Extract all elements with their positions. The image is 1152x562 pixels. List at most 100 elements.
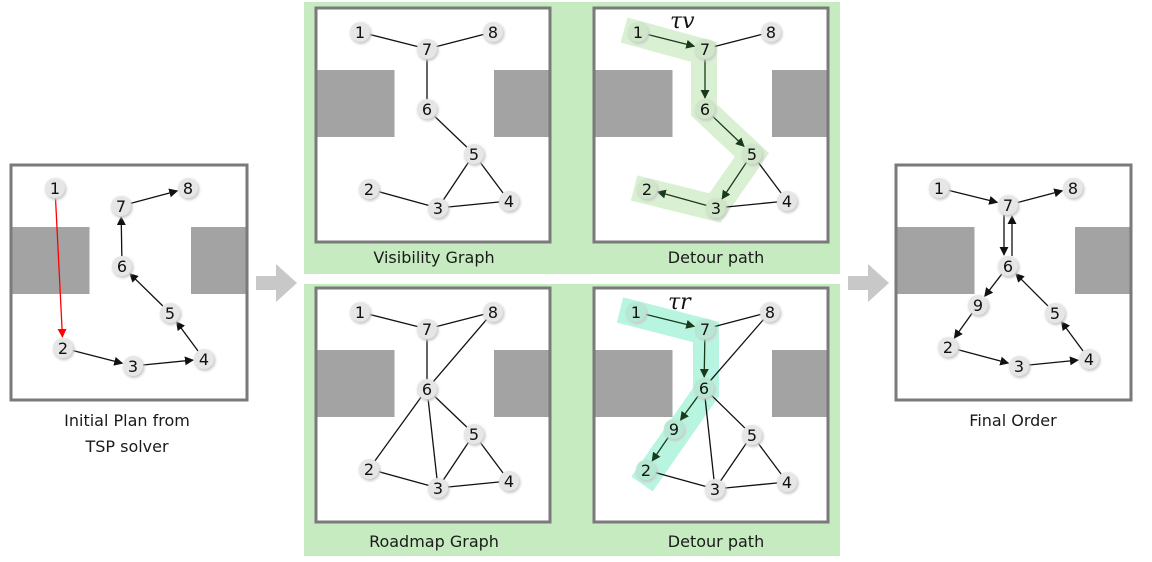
node-label: 8 bbox=[1068, 179, 1078, 198]
edge-7-8 bbox=[713, 33, 763, 48]
edge-5-4 bbox=[478, 160, 505, 195]
edge-5-3 bbox=[721, 161, 747, 200]
node-label: 2 bbox=[364, 460, 374, 479]
path-label-tau-r: τr bbox=[668, 290, 692, 315]
node-6: 6 bbox=[694, 378, 716, 400]
node-3: 3 bbox=[705, 479, 727, 501]
edge-6-5 bbox=[709, 393, 747, 430]
node-label: 2 bbox=[58, 339, 68, 358]
node-label: 4 bbox=[782, 473, 792, 492]
node-label: 9 bbox=[973, 296, 983, 315]
node-label: 5 bbox=[1050, 304, 1060, 323]
node-7: 7 bbox=[417, 39, 439, 61]
node-label: 1 bbox=[633, 23, 643, 42]
node-label: 1 bbox=[50, 179, 60, 198]
node-4: 4 bbox=[499, 471, 521, 493]
caption-visibility-graph: Visibility Graph bbox=[373, 248, 494, 267]
node-label: 2 bbox=[943, 338, 953, 357]
node-4: 4 bbox=[1079, 349, 1101, 371]
obstacle-right bbox=[494, 70, 549, 137]
node-6: 6 bbox=[695, 99, 717, 121]
obstacle-right bbox=[191, 227, 246, 294]
flow-arrow-icon-left bbox=[256, 264, 297, 302]
node-3: 3 bbox=[428, 478, 450, 500]
node-label: 4 bbox=[1084, 350, 1094, 369]
node-label: 7 bbox=[700, 320, 710, 339]
node-1: 1 bbox=[350, 302, 372, 324]
node-label: 3 bbox=[1014, 357, 1024, 376]
node-label: 8 bbox=[488, 303, 498, 322]
edge-1-7 bbox=[647, 33, 696, 49]
node-2: 2 bbox=[637, 179, 659, 201]
node-1: 1 bbox=[929, 178, 951, 200]
caption-roadmap-graph: Roadmap Graph bbox=[369, 532, 499, 551]
node-9: 9 bbox=[968, 295, 990, 317]
node-label: 9 bbox=[669, 420, 679, 439]
node-1: 1 bbox=[626, 302, 648, 324]
node-label: 5 bbox=[747, 145, 757, 164]
edge-6-2 bbox=[373, 395, 423, 463]
edge-1-7 bbox=[645, 313, 696, 329]
obstacle-left bbox=[595, 350, 673, 417]
edge-3-4 bbox=[1028, 356, 1079, 366]
node-3: 3 bbox=[428, 198, 450, 220]
edge-9-2 bbox=[651, 436, 669, 462]
edge-6-3 bbox=[427, 397, 438, 480]
node-3: 3 bbox=[123, 356, 145, 378]
node-label: 3 bbox=[710, 480, 720, 499]
node-1: 1 bbox=[45, 178, 67, 200]
node-5: 5 bbox=[1045, 303, 1067, 325]
node-label: 3 bbox=[433, 479, 443, 498]
edge-5-6 bbox=[129, 273, 164, 307]
node-label: 1 bbox=[355, 23, 365, 42]
node-label: 7 bbox=[422, 320, 432, 339]
node-label: 3 bbox=[128, 357, 138, 376]
node-label: 7 bbox=[1003, 196, 1013, 215]
node-5: 5 bbox=[464, 424, 486, 446]
edge-7-8 bbox=[713, 313, 762, 328]
node-1: 1 bbox=[628, 22, 650, 44]
node-7: 7 bbox=[417, 319, 439, 341]
obstacle-left bbox=[897, 227, 975, 294]
edge-9-2 bbox=[953, 312, 973, 339]
edge-3-4 bbox=[446, 201, 501, 208]
node-label: 8 bbox=[766, 23, 776, 42]
edge-3-4 bbox=[142, 356, 194, 366]
node-3: 3 bbox=[1009, 356, 1031, 378]
node-2: 2 bbox=[359, 179, 381, 201]
edge-6-5 bbox=[433, 114, 468, 149]
node-7: 7 bbox=[695, 319, 717, 341]
node-label: 8 bbox=[183, 179, 193, 198]
node-label: 4 bbox=[199, 350, 209, 369]
caption-roadmap-detour: Detour path bbox=[668, 532, 764, 551]
node-label: 2 bbox=[642, 180, 652, 199]
edge-5-6 bbox=[1015, 273, 1049, 307]
node-8: 8 bbox=[178, 178, 200, 200]
node-label: 4 bbox=[504, 192, 514, 211]
edge-2-3 bbox=[957, 348, 1010, 366]
node-label: 5 bbox=[469, 145, 479, 164]
edge-6-7 bbox=[116, 216, 126, 257]
node-2: 2 bbox=[53, 338, 75, 360]
edge-5-4 bbox=[478, 440, 505, 475]
obstacle-right bbox=[494, 350, 549, 417]
node-2: 2 bbox=[359, 459, 381, 481]
edge-5-3 bbox=[442, 441, 470, 481]
caption-initial-line2: TSP solver bbox=[84, 437, 169, 456]
edge-3-2 bbox=[656, 189, 707, 206]
node-6: 6 bbox=[112, 256, 134, 278]
node-5: 5 bbox=[464, 144, 486, 166]
obstacle-right bbox=[1075, 227, 1130, 294]
node-4: 4 bbox=[499, 191, 521, 213]
edge-6-3 bbox=[704, 396, 715, 481]
node-3: 3 bbox=[706, 198, 728, 220]
node-label: 8 bbox=[488, 23, 498, 42]
node-9: 9 bbox=[664, 419, 686, 441]
node-label: 2 bbox=[364, 180, 374, 199]
obstacle-left bbox=[595, 70, 673, 137]
node-label: 4 bbox=[504, 472, 514, 491]
edge-5-3 bbox=[442, 161, 470, 201]
